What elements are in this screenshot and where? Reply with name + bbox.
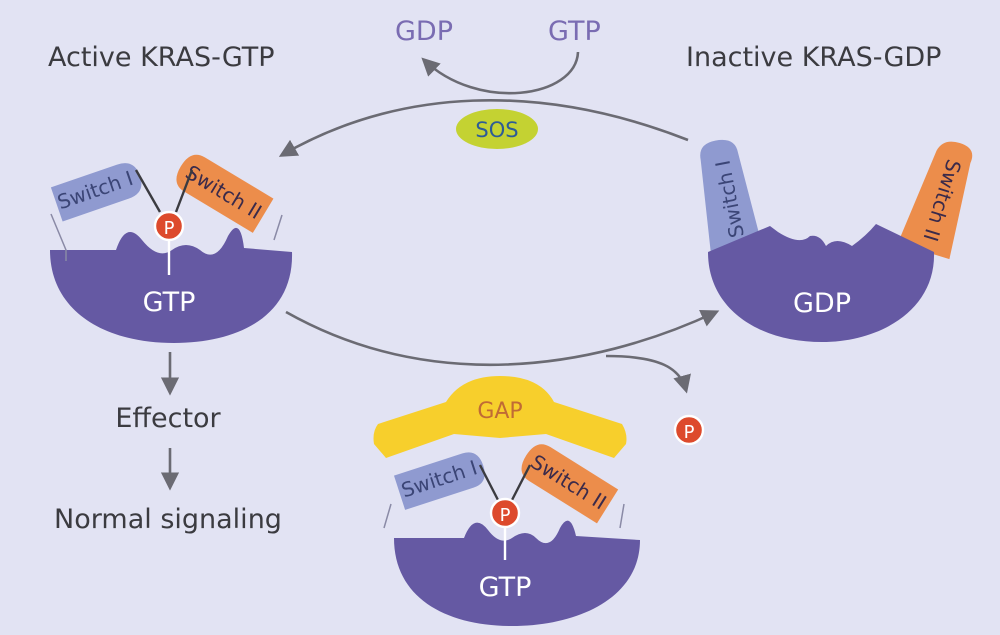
incoming-gtp-label: GTP xyxy=(548,16,601,47)
gap-complex: GAP Switch I Switch II P GTP xyxy=(373,376,640,626)
gap-label: GAP xyxy=(477,399,522,424)
inactive-gdp-label: GDP xyxy=(793,288,851,319)
vibration-lines-left xyxy=(50,213,67,261)
active-kras-title: Active KRAS-GTP xyxy=(48,42,275,73)
effector-label: Effector xyxy=(115,403,221,434)
inactive-kras-title: Inactive KRAS-GDP xyxy=(686,42,941,73)
gap-protein-shape xyxy=(373,376,627,458)
active-switch1-shape xyxy=(50,163,142,222)
hydrolysis-arrow xyxy=(285,309,720,367)
gap-phosphate xyxy=(489,497,521,529)
released-phosphate xyxy=(673,414,705,446)
active-gtp-label: GTP xyxy=(143,287,196,318)
inactive-switch2-shape xyxy=(897,141,973,260)
active-protein-body xyxy=(50,227,293,343)
inactive-kras-protein: Switch I Switch II GDP xyxy=(700,139,973,342)
gap-gtp-label: GTP xyxy=(479,572,532,603)
activation-arrow xyxy=(278,99,689,157)
inactive-switch1-shape xyxy=(700,139,763,256)
normal-signaling-label: Normal signaling xyxy=(54,504,282,535)
gap-switch2-shape xyxy=(521,444,619,524)
gap-complex-protein-body xyxy=(394,520,640,626)
sos-oval xyxy=(456,109,538,149)
gap-switch1-shape xyxy=(393,452,485,510)
active-kras-protein: Switch I Switch II P GTP xyxy=(50,154,293,343)
released-phosphate-label: P xyxy=(684,422,695,443)
active-phosphate xyxy=(153,210,185,242)
phosphate-release-arrow xyxy=(605,354,691,394)
active-switch2-shape xyxy=(176,154,274,233)
inactive-protein-body xyxy=(708,224,935,342)
nucleotide-exchange-arrow xyxy=(421,51,580,95)
released-gdp-label: GDP xyxy=(395,16,453,47)
active-phosphate-label: P xyxy=(164,218,175,239)
gap-phosphate-label: P xyxy=(500,505,511,526)
sos-label: SOS xyxy=(475,118,518,142)
